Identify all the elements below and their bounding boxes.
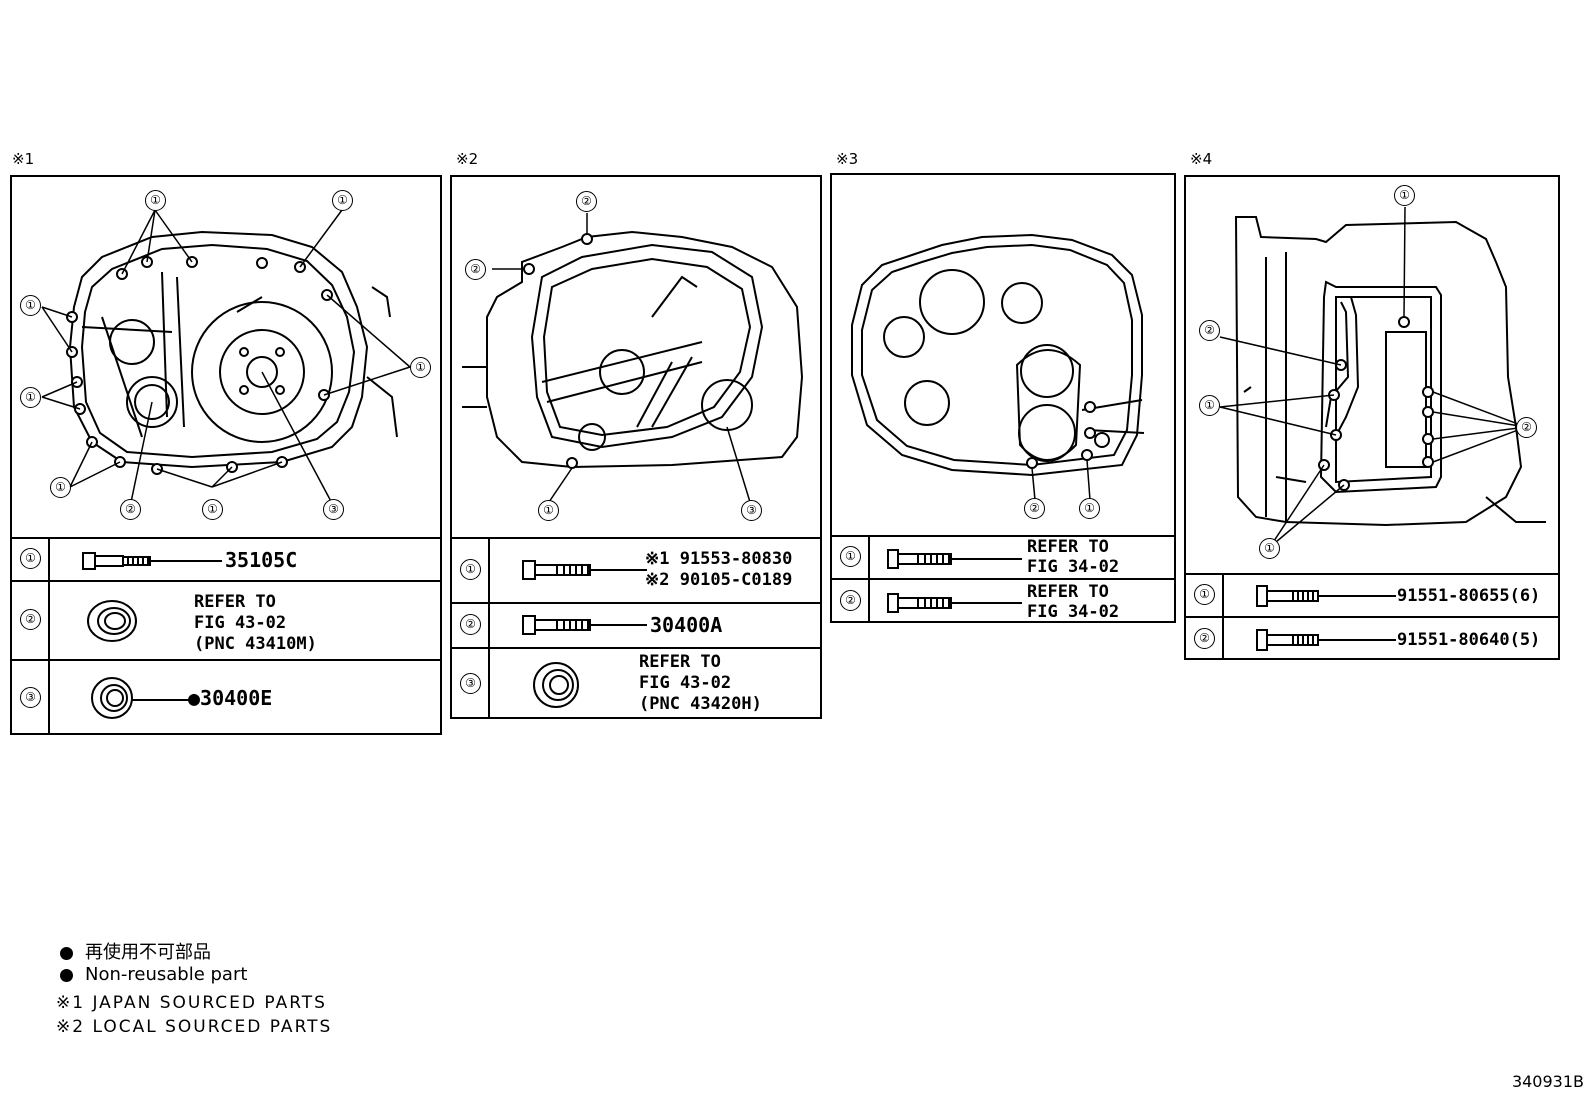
transaxle-front-view (41, 209, 411, 508)
legend-japanese: 再使用不可部品 (60, 938, 211, 964)
callout-1: ① (538, 500, 559, 521)
row-number: ③ (460, 673, 481, 694)
part-ref-line: REFER TO (194, 592, 276, 612)
row-number: ② (20, 609, 41, 630)
row-number: ① (1194, 584, 1215, 605)
panel-1-label: ※1 (12, 150, 35, 168)
legend-english: Non-reusable part (60, 964, 247, 985)
panel-1: ① ① ① ① ① ① ① ② ③ ① 35105C ② REFER TO FI… (10, 175, 442, 735)
callout-3: ③ (741, 500, 762, 521)
oil-seal-icon (87, 600, 137, 642)
flange-bolt-icon (522, 560, 647, 580)
bullet-dot-icon (60, 946, 73, 960)
callout-2: ② (1516, 417, 1537, 438)
part-number: 91551-80655(6) (1397, 586, 1541, 606)
callout-3: ③ (323, 499, 344, 520)
row-number: ② (460, 614, 481, 635)
panel-4: ① ② ① ② ① ① 91551-80655(6) ② 91551-80640… (1184, 175, 1560, 660)
callout-1: ① (1079, 498, 1100, 519)
flange-bolt-icon (887, 549, 1022, 569)
legend-note-local: ※2 LOCAL SOURCED PARTS (56, 1017, 333, 1037)
row-number: ③ (20, 687, 41, 708)
oil-seal-icon (91, 677, 199, 719)
callout-1: ① (1394, 185, 1415, 206)
transaxle-case-view (462, 213, 804, 503)
callout-1: ① (332, 190, 353, 211)
part-row-2: ② 30400A (452, 602, 820, 647)
part-row-1: ① 35105C (12, 537, 440, 580)
callout-2: ② (1024, 498, 1045, 519)
part-row-3: ③ REFER TO FIG 43-02 (PNC 43420H) (452, 647, 820, 719)
oil-seal-icon (533, 662, 579, 708)
part-row-3: ③ ●30400E (12, 659, 440, 735)
flange-bolt-icon (522, 615, 647, 635)
row-number: ① (840, 546, 861, 567)
case-cover-view (851, 233, 1145, 501)
part-ref-line: (PNC 43420H) (639, 694, 762, 714)
panel-4-label: ※4 (1190, 150, 1213, 168)
callout-2: ② (465, 259, 486, 280)
callout-2: ② (576, 191, 597, 212)
bullet-dot-icon (60, 968, 73, 982)
callout-1: ① (202, 499, 223, 520)
row-number: ② (840, 590, 861, 611)
callout-1: ① (20, 295, 41, 316)
part-row-1: ① ※1 91553-80830 ※2 90105-C0189 (452, 537, 820, 602)
panel-2-label: ※2 (456, 150, 479, 168)
panel-2: ② ② ① ③ ① ※1 91553-80830 ※2 90105-C0189 … (450, 175, 822, 719)
flange-bolt-icon (82, 552, 222, 570)
callout-1: ① (410, 357, 431, 378)
callout-1: ① (1199, 395, 1220, 416)
part-row-2: ② 91551-80640(5) (1186, 616, 1558, 660)
figure-number: 340931B (1511, 1072, 1584, 1091)
callout-2: ② (120, 499, 141, 520)
flange-bolt-icon (887, 593, 1022, 613)
part-ref-line: FIG 43-02 (639, 673, 732, 693)
part-ref-line: (PNC 43410M) (194, 634, 317, 654)
callout-2: ② (1199, 320, 1220, 341)
side-cover-view (1219, 206, 1546, 548)
panel-3: ② ① ① REFER TO FIG 34-02 ② REFER TO FIG … (830, 173, 1176, 623)
part-ref-line: REFER TO (1027, 582, 1109, 602)
part-ref-line: FIG 34-02 (1027, 602, 1120, 622)
part-ref-line: FIG 34-02 (1027, 557, 1120, 577)
row-number: ① (460, 559, 481, 580)
part-number: 35105C (225, 548, 298, 572)
flange-bolt-icon (1256, 629, 1396, 651)
part-row-2: ② REFER TO FIG 34-02 (832, 578, 1174, 623)
part-ref-line: REFER TO (639, 652, 721, 672)
legend-note-japan: ※1 JAPAN SOURCED PARTS (56, 993, 327, 1013)
flange-bolt-icon (1256, 585, 1396, 607)
callout-1: ① (20, 387, 41, 408)
row-number: ② (1194, 628, 1215, 649)
callout-1: ① (145, 190, 166, 211)
callout-1: ① (50, 477, 71, 498)
part-ref-line: FIG 43-02 (194, 613, 287, 633)
part-number: 30400A (650, 613, 723, 637)
part-row-2: ② REFER TO FIG 43-02 (PNC 43410M) (12, 580, 440, 659)
part-number: 91551-80640(5) (1397, 630, 1541, 650)
part-number-nonreusable: ●30400E (188, 686, 273, 710)
panel-3-label: ※3 (836, 150, 859, 168)
part-ref-line: REFER TO (1027, 537, 1109, 557)
row-number: ① (20, 548, 41, 569)
part-number-local: ※2 90105-C0189 (645, 570, 793, 590)
callout-1: ① (1259, 538, 1280, 559)
part-row-1: ① 91551-80655(6) (1186, 573, 1558, 616)
part-number-japan: ※1 91553-80830 (645, 549, 793, 569)
part-row-1: ① REFER TO FIG 34-02 (832, 535, 1174, 578)
